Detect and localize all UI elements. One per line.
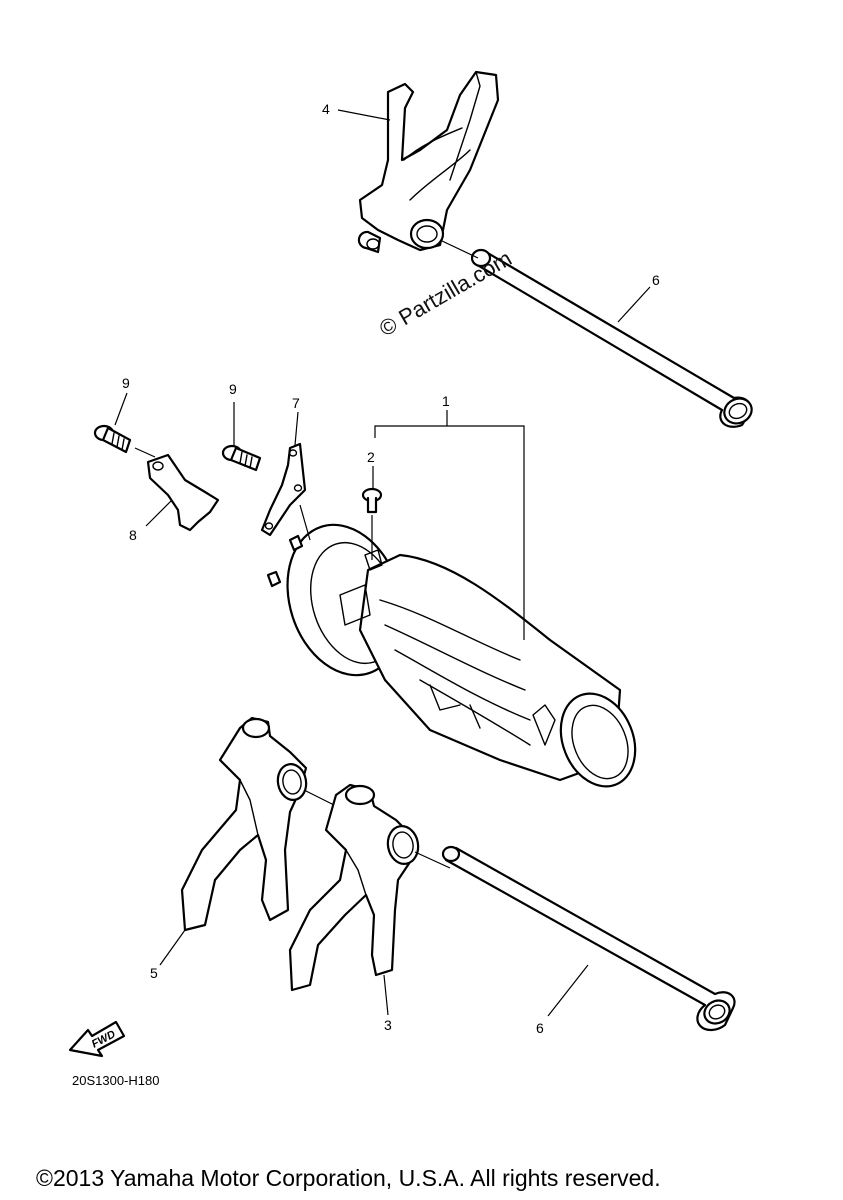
bolt-left[interactable] xyxy=(93,424,132,454)
fwd-arrow-icon: FWD xyxy=(68,1020,126,1058)
pin[interactable] xyxy=(361,487,383,514)
callout-9-left: 9 xyxy=(122,375,130,391)
leader-axis-7 xyxy=(299,504,311,541)
callout-8: 8 xyxy=(129,527,137,543)
leader-axis-9-left xyxy=(134,447,156,458)
callout-2: 2 xyxy=(367,449,375,465)
shift-fork-left[interactable] xyxy=(180,716,309,932)
leader-axis-4-6 xyxy=(439,239,479,259)
callout-9-right: 9 xyxy=(229,381,237,397)
callout-6-bottom: 6 xyxy=(536,1020,544,1036)
watermark: © Partzilla.com xyxy=(375,246,516,342)
leader-9-left xyxy=(114,392,128,426)
callout-5: 5 xyxy=(150,965,158,981)
leader-6-top xyxy=(617,286,651,323)
leader-6-bottom xyxy=(547,964,589,1017)
leader-axis-3-6 xyxy=(414,851,451,869)
leader-4 xyxy=(337,109,391,121)
segment-plate[interactable] xyxy=(260,442,307,537)
leader-3 xyxy=(383,974,389,1016)
guide-bar-bottom[interactable] xyxy=(441,845,736,1032)
leader-5 xyxy=(159,929,186,966)
diagram-code: 20S1300-H180 xyxy=(72,1073,159,1088)
leader-8 xyxy=(145,499,173,527)
shift-fork-middle[interactable] xyxy=(288,783,421,992)
callout-3: 3 xyxy=(384,1017,392,1033)
guide-bar-top[interactable] xyxy=(470,248,756,428)
shift-drum-assembly[interactable] xyxy=(266,510,648,798)
leader-7 xyxy=(294,411,299,446)
callout-7: 7 xyxy=(292,395,300,411)
bracket-1 xyxy=(374,425,525,640)
stopper-lever[interactable] xyxy=(146,453,220,532)
copyright-notice: ©2013 Yamaha Motor Corporation, U.S.A. A… xyxy=(36,1165,661,1191)
callout-6-top: 6 xyxy=(652,272,660,288)
bolt-right[interactable] xyxy=(221,444,262,472)
callout-1: 1 xyxy=(442,393,450,409)
shift-fork-top[interactable] xyxy=(357,70,500,254)
callout-4: 4 xyxy=(322,101,330,117)
